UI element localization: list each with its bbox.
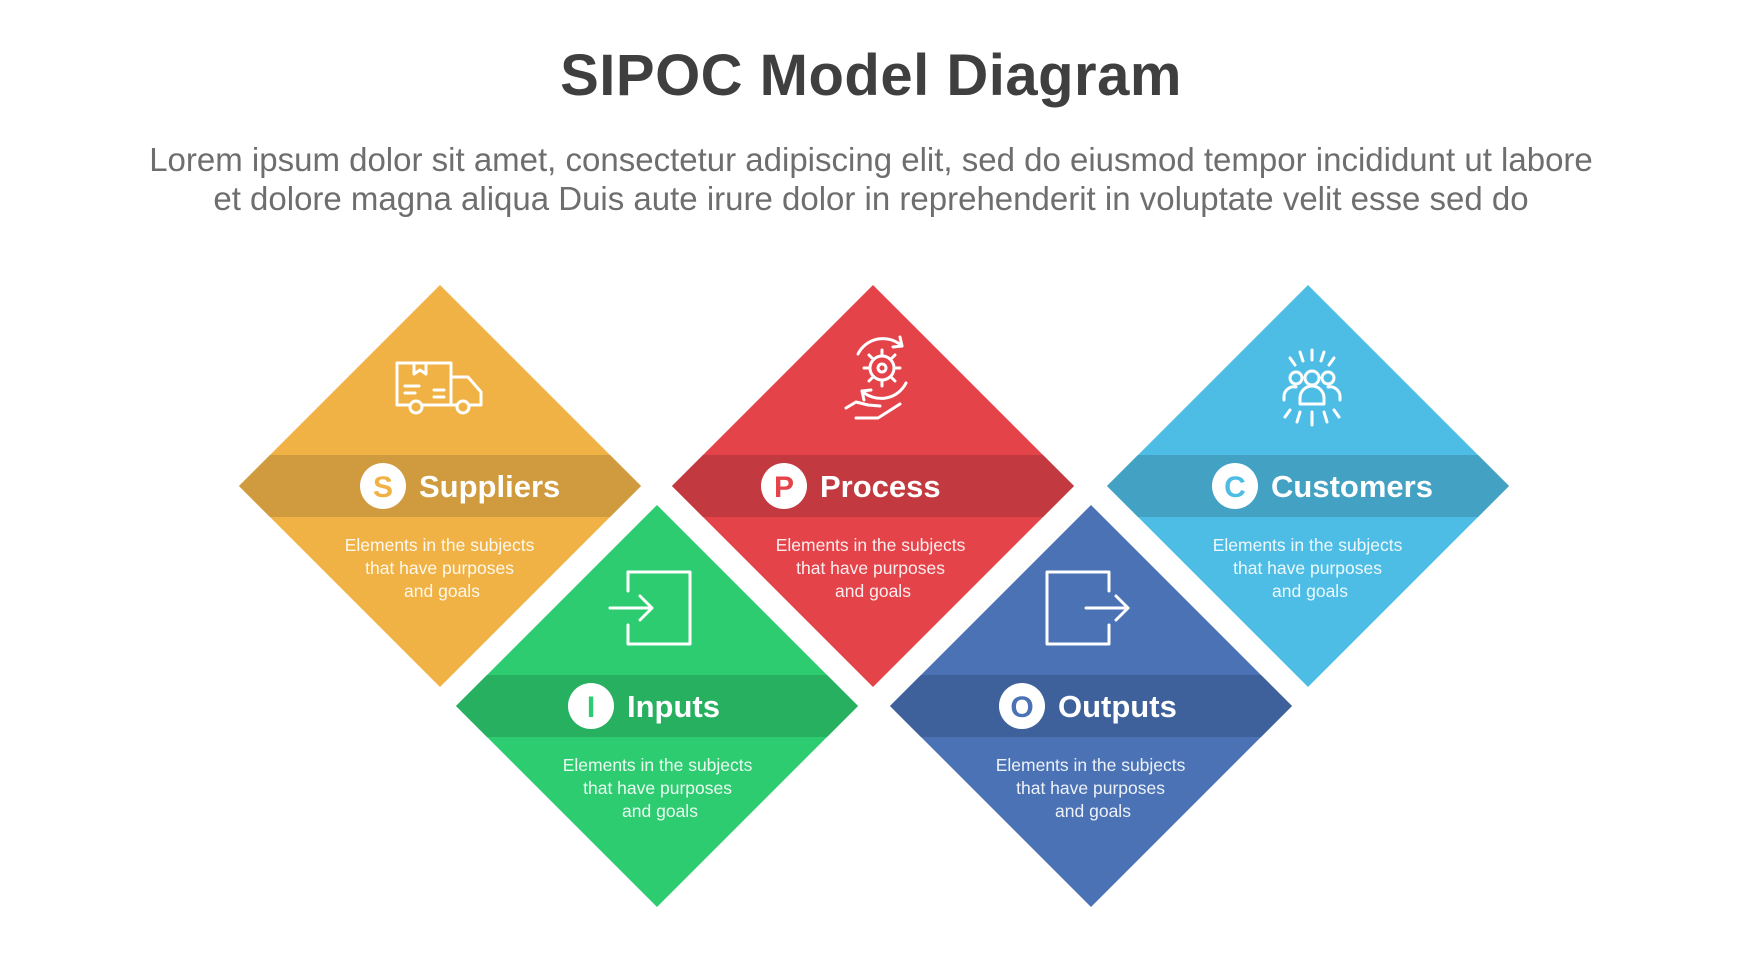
step-customers: C Customers Elements in the subjects tha…	[1107, 285, 1509, 687]
customers-label: Customers	[1271, 469, 1433, 504]
page-subtitle: Lorem ipsum dolor sit amet, consectetur …	[60, 140, 1682, 218]
customers-letter-badge	[1212, 463, 1258, 509]
process-letter-badge	[761, 463, 807, 509]
process-desc-line-3: and goals	[835, 581, 911, 601]
customers-letter: C	[1224, 471, 1246, 504]
step-inputs: I Inputs Elements in the subjects that h…	[456, 505, 858, 907]
customers-desc-line-2: that have purposes	[1233, 558, 1382, 578]
process-desc-line-1: Elements in the subjects	[776, 535, 966, 555]
process-desc-line-2: that have purposes	[796, 558, 945, 578]
inputs-desc-line-1: Elements in the subjects	[563, 755, 753, 775]
sign-out-icon	[1045, 570, 1130, 646]
sign-in-icon	[608, 570, 692, 646]
customers-band	[1107, 455, 1509, 517]
suppliers-desc-line-3: and goals	[404, 581, 480, 601]
suppliers-label: Suppliers	[419, 469, 560, 504]
outputs-description: Elements in the subjects that have purpo…	[996, 755, 1191, 821]
process-band	[672, 455, 1074, 517]
step-outputs: O Outputs Elements in the subjects that …	[890, 505, 1292, 907]
gear-cycle-hand-icon	[844, 335, 908, 420]
process-description: Elements in the subjects that have purpo…	[776, 535, 971, 601]
suppliers-letter: S	[373, 471, 393, 504]
subtitle-line-2: et dolore magna aliqua Duis aute irure d…	[213, 180, 1529, 217]
inputs-letter-badge	[568, 683, 614, 729]
delivery-truck-icon	[395, 361, 483, 415]
customers-desc-line-3: and goals	[1272, 581, 1348, 601]
outputs-desc-line-1: Elements in the subjects	[996, 755, 1186, 775]
outputs-desc-line-3: and goals	[1055, 801, 1131, 821]
customers-description: Elements in the subjects that have purpo…	[1213, 535, 1408, 601]
process-letter: P	[774, 471, 794, 504]
outputs-letter-badge	[999, 683, 1045, 729]
inputs-letter: I	[587, 691, 595, 724]
outputs-band	[890, 675, 1292, 737]
process-label: Process	[820, 469, 941, 504]
page-title: SIPOC Model Diagram	[560, 43, 1182, 108]
inputs-desc-line-2: that have purposes	[583, 778, 732, 798]
step-process: P Process Elements in the subjects that …	[672, 285, 1074, 687]
suppliers-description: Elements in the subjects that have purpo…	[345, 535, 540, 601]
outputs-desc-line-2: that have purposes	[1016, 778, 1165, 798]
customer-group-icon	[1282, 348, 1342, 427]
outputs-letter: O	[1010, 691, 1033, 724]
inputs-desc-line-3: and goals	[622, 801, 698, 821]
outputs-label: Outputs	[1058, 689, 1177, 724]
step-suppliers: S Suppliers Elements in the subjects tha…	[239, 285, 641, 687]
suppliers-desc-line-2: that have purposes	[365, 558, 514, 578]
inputs-label: Inputs	[627, 689, 720, 724]
suppliers-band	[239, 455, 641, 517]
inputs-band	[456, 675, 858, 737]
suppliers-letter-badge	[360, 463, 406, 509]
subtitle-line-1: Lorem ipsum dolor sit amet, consectetur …	[149, 141, 1593, 178]
customers-desc-line-1: Elements in the subjects	[1213, 535, 1403, 555]
inputs-description: Elements in the subjects that have purpo…	[563, 755, 758, 821]
suppliers-desc-line-1: Elements in the subjects	[345, 535, 535, 555]
